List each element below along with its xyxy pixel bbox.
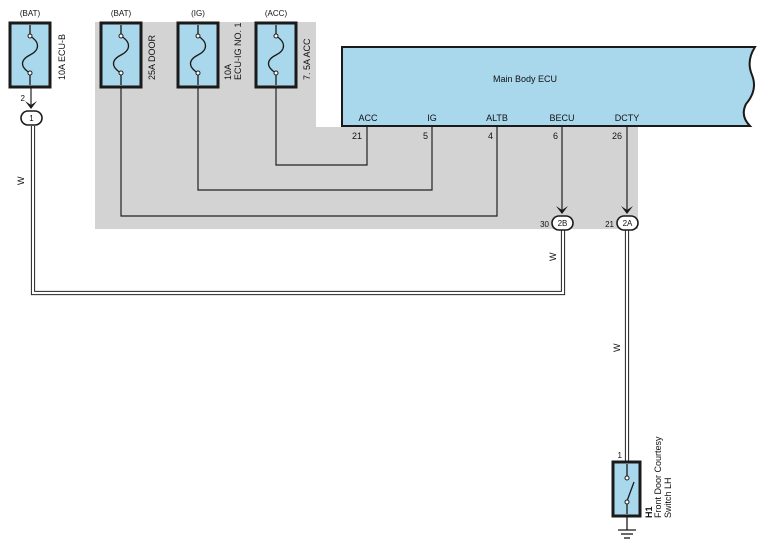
connector-2a-id: 2A [623, 219, 633, 228]
connector-1-id: 1 [29, 114, 34, 123]
ecu-title: Main Body ECU [493, 74, 557, 84]
connector-2b-pin: 30 [540, 220, 549, 229]
connector-2a-pin: 21 [605, 220, 614, 229]
switch-code: H1 [644, 506, 654, 518]
connector-2a: 21 2A [605, 206, 639, 231]
connector-1: 2 1 [20, 88, 43, 126]
switch-name-line2: Switch LH [663, 477, 673, 518]
ecu-pin-number-6: 6 [553, 131, 558, 141]
fuse-acc: (ACC) 7. 5A ACC [254, 9, 312, 89]
fuse-acc-supply: (ACC) [265, 9, 288, 18]
ecu-pin-name-becu: BECU [549, 113, 574, 123]
wire-ecu-b-to-becu-inner [31, 126, 565, 295]
wire-ig-fuse-to-ig [197, 88, 433, 191]
connector-2b-id: 2B [558, 219, 568, 228]
wire-color-label: W [612, 343, 622, 352]
fuse-icon [267, 25, 285, 85]
fuse-door: (BAT) 25A DOOR [99, 9, 157, 89]
fuse-door-supply: (BAT) [111, 9, 132, 18]
connector-arrow-icon [25, 101, 37, 109]
switch-icon [624, 464, 635, 514]
connector-1-tag [20, 110, 43, 126]
fuse-door-label: 25A DOOR [147, 34, 157, 80]
ground-icon [618, 517, 636, 539]
switch-name-line1: Front Door Courtesy [653, 436, 663, 518]
ecu-pin-number-26: 26 [612, 131, 622, 141]
ecu-pin-name-ig: IG [427, 113, 437, 123]
ecu-pin-name-altb: ALTB [486, 113, 508, 123]
fuse-ecu-ig-label-line2: ECU-IG NO. 1 [233, 22, 243, 80]
connector-2b: 30 2B [540, 206, 574, 231]
fuse-icon [21, 25, 39, 85]
junction-block-area [95, 22, 638, 229]
connector-1-pin: 2 [21, 94, 26, 103]
ecu-pin-name-acc: ACC [358, 113, 378, 123]
wire-door-fuse-to-altb [120, 88, 498, 217]
wire-color-label: W [548, 252, 558, 261]
connector-2b-tag [551, 215, 574, 231]
switch-pin: 1 [618, 451, 623, 460]
front-door-courtesy-switch: 1 H1 Front Door Courtesy Switch LH [611, 436, 673, 539]
fuse-acc-label: 7. 5A ACC [302, 38, 312, 80]
connector-arrow-icon [621, 206, 633, 214]
fuse-ecu-ig-supply: (IG) [191, 9, 205, 18]
connector-arrow-icon [556, 206, 568, 214]
fuse-icon [112, 25, 130, 85]
wires [30, 88, 630, 462]
fuse-icon [189, 25, 207, 85]
main-body-ecu: Main Body ECU ACC IG ALTB BECU DCTY 21 5… [341, 46, 757, 141]
ecu-pin-number-4: 4 [488, 131, 493, 141]
wire-color-label: W [16, 176, 26, 185]
fuse-ecu-ig-no1: (IG) 10A ECU-IG NO. 1 [176, 9, 243, 89]
fuse-ecu-b-supply: (BAT) [20, 9, 41, 18]
ecu-pin-number-21: 21 [352, 131, 362, 141]
ecu-body [341, 46, 757, 127]
ecu-pin-number-5: 5 [423, 131, 428, 141]
fuse-ecu-b: (BAT) 10A ECU-B [8, 9, 67, 89]
fuse-ecu-ig-label-line1: 10A [223, 64, 233, 80]
connector-2a-tag [616, 215, 639, 231]
ecu-pin-name-dcty: DCTY [615, 113, 640, 123]
fuse-ecu-b-label: 10A ECU-B [57, 34, 67, 80]
wire-acc-fuse-to-acc [275, 88, 368, 166]
